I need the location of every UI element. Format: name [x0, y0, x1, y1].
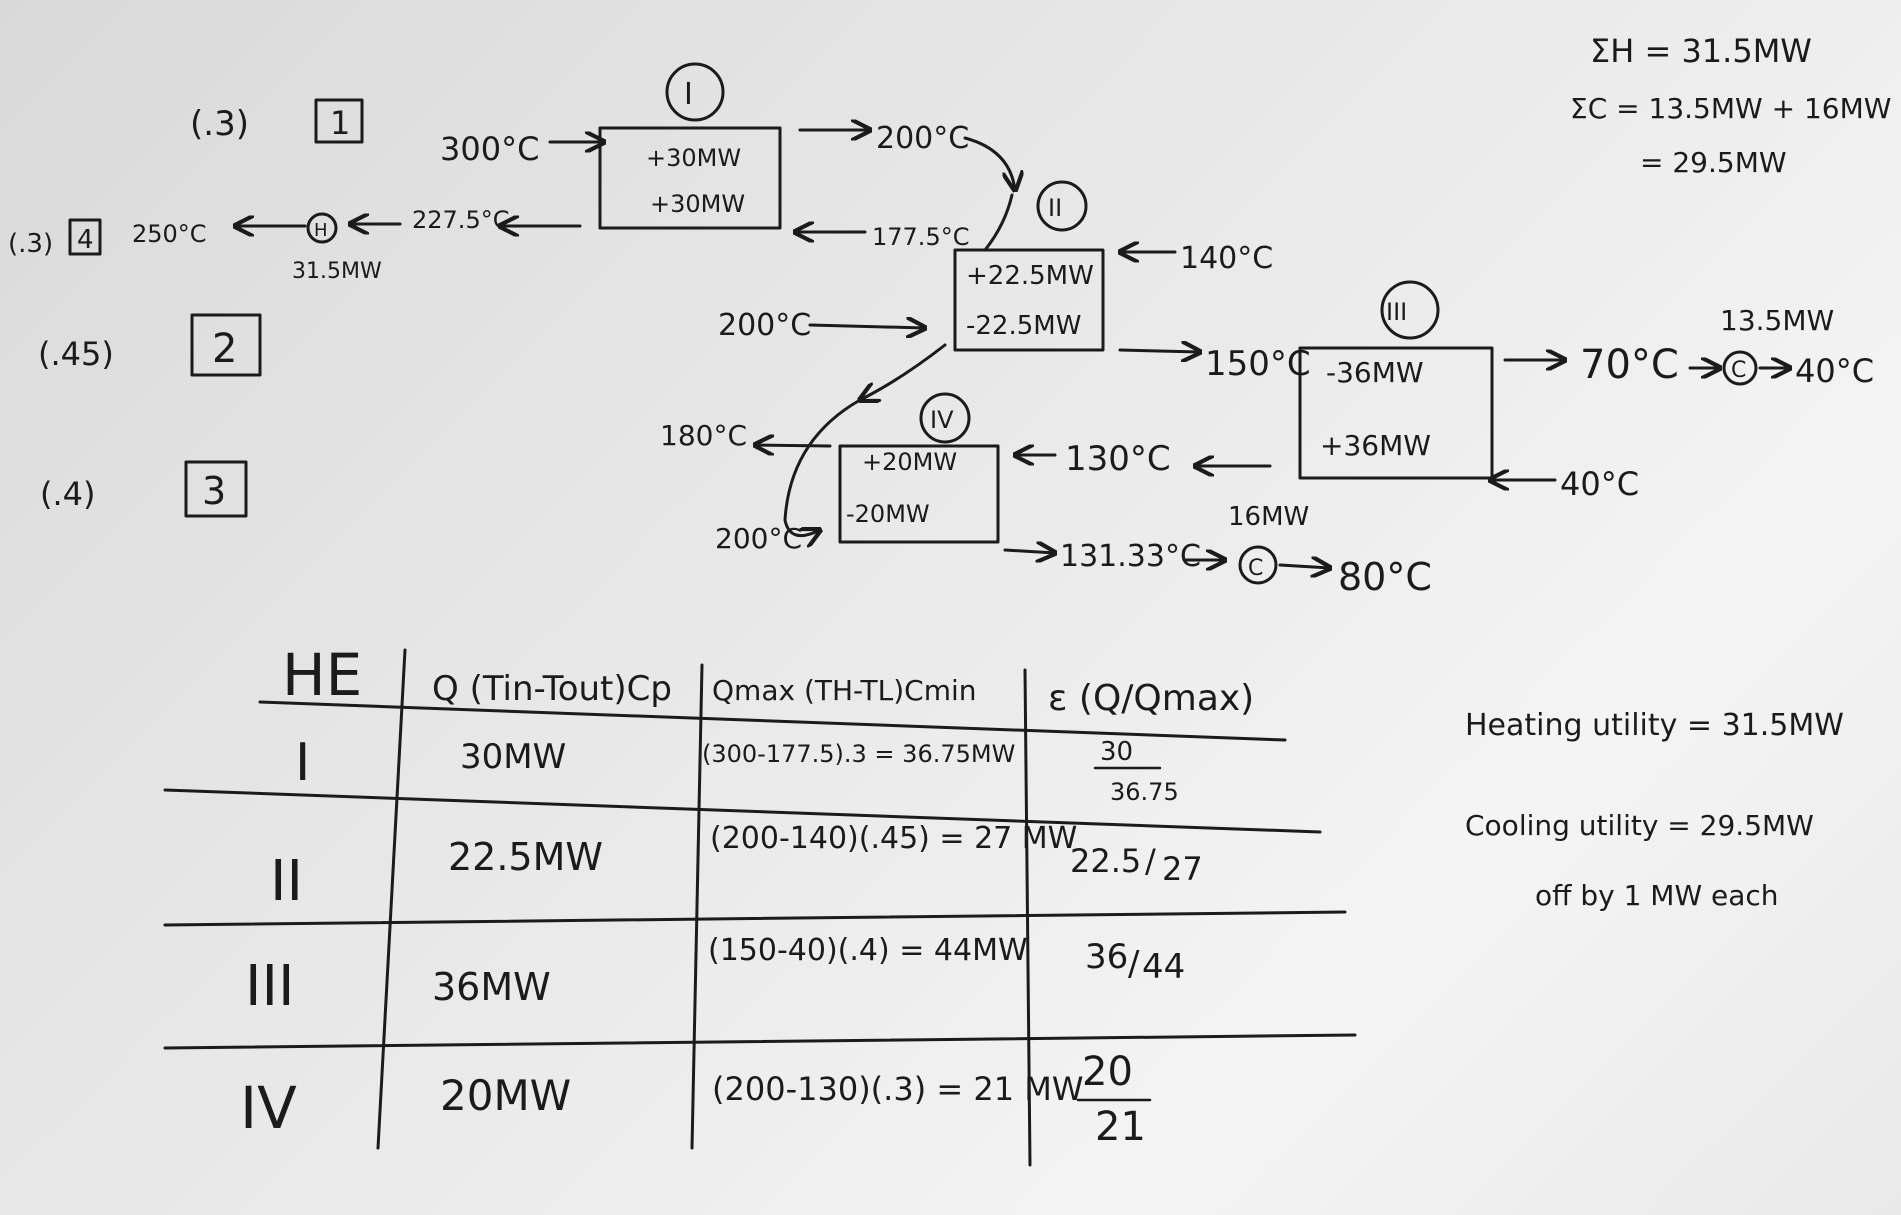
svg-text:I: I [684, 77, 693, 112]
temp-150: 150°C [1205, 344, 1311, 384]
table-row: I 30MW (300-177.5).3 = 36.75MW 30 36.75 [295, 733, 1179, 806]
temp-180: 180°C [660, 419, 747, 452]
svg-text:30: 30 [1100, 737, 1133, 767]
header-q: Q (Tin-Tout)Cp [432, 669, 672, 709]
svg-text:C: C [1248, 556, 1263, 581]
svg-text:/: / [1128, 944, 1140, 984]
svg-text:-22.5MW: -22.5MW [966, 311, 1081, 341]
svg-text:(200-130)(.3) = 21 MW: (200-130)(.3) = 21 MW [712, 1070, 1083, 1108]
svg-text:22.5: 22.5 [1070, 842, 1141, 880]
stream-1-label: (.3) 1 [190, 98, 364, 144]
temp-227: 227.5°C [412, 206, 509, 234]
svg-text:II: II [270, 849, 303, 914]
svg-text:4: 4 [77, 225, 94, 255]
svg-text:22.5MW: 22.5MW [448, 835, 603, 879]
svg-text:+36MW: +36MW [1320, 429, 1431, 462]
svg-text:(150-40)(.4) = 44MW: (150-40)(.4) = 44MW [708, 933, 1028, 968]
stream-4-label: (.3) 4 [8, 218, 102, 259]
exchanger-II: II +22.5MW -22.5MW [953, 180, 1105, 352]
svg-text:H: H [314, 220, 328, 241]
svg-text:+30MW: +30MW [646, 144, 741, 172]
svg-text:36.75: 36.75 [1110, 778, 1179, 806]
temp-70: 70°C [1580, 342, 1679, 388]
temp-130: 130°C [1065, 439, 1171, 479]
temp-131: 131.33°C [1060, 539, 1201, 574]
svg-text:III: III [1386, 298, 1407, 326]
svg-text:(.3): (.3) [190, 104, 249, 144]
cooler-top-C: C 13.5MW [1720, 304, 1834, 386]
temp-40-in: 40°C [1560, 465, 1639, 503]
exchanger-IV: IV +20MW -20MW [838, 392, 1000, 544]
svg-text:+30MW: +30MW [650, 190, 745, 218]
svg-text:(200-140)(.45) = 27 MW: (200-140)(.45) = 27 MW [710, 821, 1077, 856]
svg-text:36MW: 36MW [432, 965, 551, 1009]
svg-text:2: 2 [212, 326, 237, 372]
temp-250: 250°C [132, 220, 207, 248]
header-he: HE [282, 641, 362, 709]
exchanger-III: III -36MW +36MW [1298, 280, 1494, 480]
table-row: III 36MW (150-40)(.4) = 44MW 36 / 44 [245, 933, 1185, 1019]
temp-177: 177.5°C [872, 223, 969, 251]
stream-2-label: (.45) 2 [38, 313, 262, 377]
svg-text:36: 36 [1085, 937, 1128, 977]
temp-200-I-out: 200°C [876, 121, 969, 156]
svg-text:31.5MW: 31.5MW [292, 259, 382, 284]
svg-text:3: 3 [202, 469, 226, 513]
svg-text:-20MW: -20MW [846, 500, 930, 528]
svg-text:-36MW: -36MW [1326, 356, 1424, 389]
svg-text:I: I [295, 733, 310, 793]
temp-40-out: 40°C [1795, 352, 1874, 390]
svg-text:+22.5MW: +22.5MW [966, 261, 1094, 291]
svg-text:44: 44 [1142, 947, 1185, 987]
svg-text:1: 1 [330, 104, 350, 142]
svg-text:Heating utility = 31.5MW: Heating utility = 31.5MW [1465, 708, 1844, 743]
header-eps: ε (Q/Qmax) [1048, 678, 1254, 719]
table-row: IV 20MW (200-130)(.3) = 21 MW 20 21 [240, 1049, 1152, 1150]
svg-text:(.4): (.4) [40, 475, 96, 513]
svg-text:Cooling utility = 29.5MW: Cooling utility = 29.5MW [1465, 809, 1814, 842]
temp-300: 300°C [440, 130, 539, 168]
svg-text:IV: IV [930, 406, 954, 434]
svg-text:ΣC = 13.5MW + 16MW: ΣC = 13.5MW + 16MW [1570, 92, 1891, 125]
svg-text:= 29.5MW: = 29.5MW [1640, 146, 1787, 179]
temp-140: 140°C [1180, 241, 1273, 276]
heater-H: H 31.5MW [292, 212, 382, 284]
svg-text:III: III [245, 954, 295, 1019]
temp-200-II-in: 200°C [718, 308, 811, 343]
svg-text:(.3): (.3) [8, 229, 53, 259]
svg-text:30MW: 30MW [460, 737, 566, 777]
svg-text:off by 1 MW each: off by 1 MW each [1535, 879, 1779, 912]
svg-text:/: / [1145, 842, 1156, 880]
table-row: II 22.5MW (200-140)(.45) = 27 MW 22.5 / … [270, 821, 1203, 914]
svg-text:IV: IV [240, 1074, 297, 1142]
exchanger-I: I +30MW +30MW [598, 62, 782, 230]
header-qmax: Qmax (TH-TL)Cmin [712, 674, 977, 707]
cooler-bottom-C: C 16MW [1228, 502, 1309, 585]
svg-text:C: C [1731, 358, 1746, 383]
temp-200-IV-in: 200°C [715, 522, 802, 555]
svg-text:20MW: 20MW [440, 1071, 571, 1120]
svg-text:16MW: 16MW [1228, 502, 1309, 532]
svg-text:27: 27 [1162, 850, 1203, 888]
stream-3-label: (.4) 3 [40, 460, 248, 518]
utility-totals: ΣH = 31.5MW ΣC = 13.5MW + 16MW = 29.5MW [1570, 32, 1891, 179]
temp-80: 80°C [1338, 555, 1432, 599]
svg-text:(.45): (.45) [38, 335, 114, 373]
svg-text:21: 21 [1095, 1104, 1146, 1150]
effectiveness-table: HE Q (Tin-Tout)Cp Qmax (TH-TL)Cmin ε (Q/… [163, 641, 1357, 1167]
svg-text:13.5MW: 13.5MW [1720, 304, 1834, 337]
svg-text:II: II [1048, 194, 1062, 222]
utility-notes: Heating utility = 31.5MW Cooling utility… [1465, 708, 1844, 912]
svg-text:20: 20 [1082, 1049, 1133, 1095]
svg-text:ΣH = 31.5MW: ΣH = 31.5MW [1590, 32, 1812, 70]
svg-text:+20MW: +20MW [862, 448, 957, 476]
svg-text:(300-177.5).3 = 36.75MW: (300-177.5).3 = 36.75MW [702, 740, 1015, 768]
